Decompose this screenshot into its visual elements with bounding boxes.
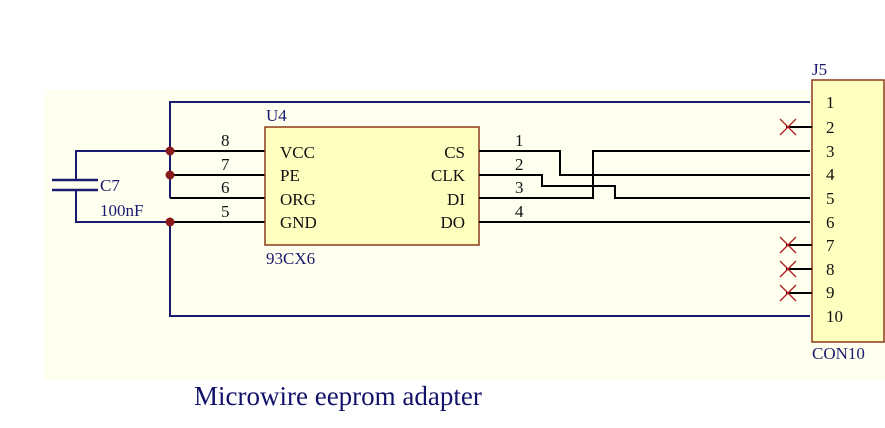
c7-bottom-wire [75, 190, 170, 223]
ic-u4[interactable]: U4 VCC PE ORG GND CS CLK DI DO 93CX6 [264, 106, 480, 268]
pin-number: 8 [221, 131, 230, 150]
cs-net-wire[interactable] [479, 150, 810, 176]
pin-number: 5 [221, 202, 230, 221]
capacitor-c7[interactable]: C7 100nF [52, 150, 170, 223]
j5-pin-number: 1 [826, 93, 835, 112]
no-connect-markers [779, 118, 797, 302]
j5-pin-number: 2 [826, 118, 835, 137]
pin-number: 2 [515, 155, 524, 174]
c7-value-label: 100nF [100, 201, 143, 220]
c7-top-wire [75, 150, 170, 180]
pin-number: 4 [515, 202, 524, 221]
j5-pin-number: 10 [826, 307, 843, 326]
no-connect-icon [779, 260, 797, 278]
di-net-wire[interactable] [479, 150, 810, 199]
j5-pin-number: 4 [826, 165, 835, 184]
pin-number: 6 [221, 178, 230, 197]
ic-pin-name-org: ORG [280, 190, 316, 209]
j5-pin-number: 3 [826, 142, 835, 161]
junction-dot [165, 146, 175, 156]
ic-pin-name-gnd: GND [280, 213, 317, 232]
j5-pin-number: 8 [826, 260, 835, 279]
ic-pin-name-clk: CLK [431, 166, 466, 185]
connector-part-label: CON10 [812, 344, 865, 363]
connector-j5[interactable]: J5 CON10 1 2 3 4 5 6 7 8 9 10 [786, 60, 885, 363]
junction-dot [165, 217, 175, 227]
pin-number: 1 [515, 131, 524, 150]
schematic-title: Microwire eeprom adapter [194, 381, 482, 411]
j5-pin-number: 9 [826, 283, 835, 302]
ic-pin-name-vcc: VCC [280, 143, 315, 162]
ic-part-label: 93CX6 [266, 249, 315, 268]
ic-pin-name-do: DO [440, 213, 465, 232]
connector-ref-label: J5 [812, 60, 827, 79]
ic-body [264, 126, 480, 246]
no-connect-icon [779, 284, 797, 302]
pin-number: 3 [515, 178, 524, 197]
connector-body [811, 79, 885, 343]
j5-pin-number: 6 [826, 213, 835, 232]
junction-dot [165, 170, 175, 180]
no-connect-icon [779, 236, 797, 254]
c7-ref-label: C7 [100, 176, 120, 195]
no-connect-icon [779, 118, 797, 136]
j5-pin-number: 7 [826, 236, 835, 255]
j5-pin-number: 5 [826, 189, 835, 208]
pin-number: 7 [221, 155, 230, 174]
ic-pin-name-cs: CS [444, 143, 465, 162]
gnd-net-wire[interactable] [169, 222, 810, 317]
vcc-net-wire[interactable] [169, 101, 810, 198]
ic-pin-name-di: DI [447, 190, 465, 209]
ic-pin-name-pe: PE [280, 166, 300, 185]
ic-ref-label: U4 [266, 106, 287, 125]
clk-net-wire[interactable] [479, 174, 810, 199]
